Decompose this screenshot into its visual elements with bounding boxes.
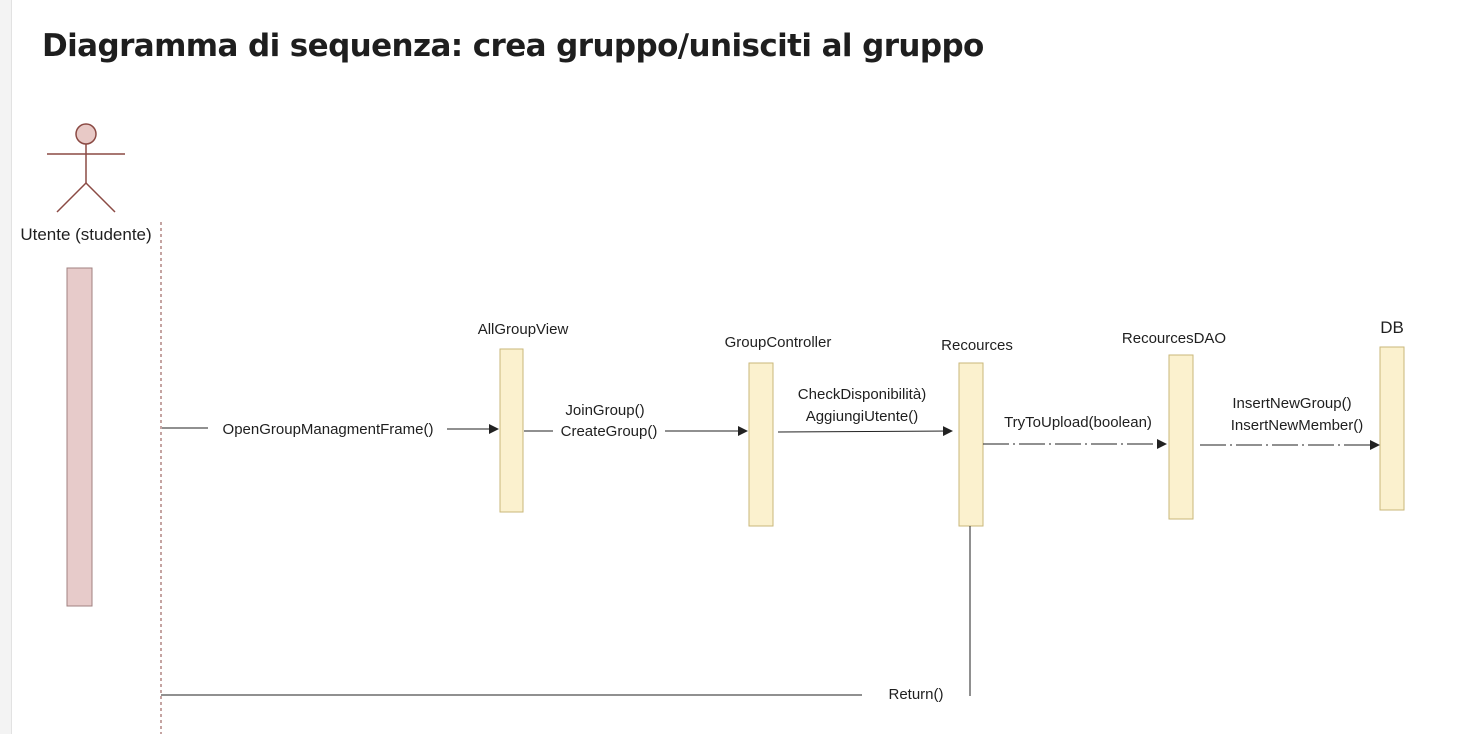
lifeline-label-db: DB [1380,318,1404,337]
lifeline-label-recourcesdao: RecourcesDAO [1122,330,1226,347]
message-label-join-group: JoinGroup() [565,402,644,419]
actor-utente[interactable] [47,123,125,213]
activation-bar-allgroupview[interactable] [499,348,524,513]
lifeline-label-groupcontroller: GroupController [725,334,832,351]
message-label-insert-new-member: InsertNewMember() [1231,417,1364,434]
actor-head [75,123,97,145]
message-label-insert-new-group: InsertNewGroup() [1232,395,1351,412]
actor-label: Utente (studente) [20,225,151,244]
actor-right-leg [85,182,116,213]
activation-bar-groupcontroller[interactable] [748,362,774,527]
activation-bar-recourcesdao[interactable] [1168,354,1194,520]
message-label-open-frame: OpenGroupManagmentFrame() [223,421,434,438]
message-label-check-disponibilita: CheckDisponibilità) [798,386,926,403]
message-label-try-upload: TryToUpload(boolean) [1004,414,1152,431]
message-label-aggiungi-utente: AggiungiUtente() [806,408,919,425]
activation-bar-db[interactable] [1379,346,1405,511]
lifeline-label-recources: Recources [941,337,1013,354]
left-margin-rule [0,0,12,734]
message-label-create-group: CreateGroup() [561,423,658,440]
actor-activation-bar[interactable] [66,267,93,607]
page-title: Diagramma di sequenza: crea gruppo/unisc… [42,28,984,64]
lifeline-label-allgroupview: AllGroupView [478,321,569,338]
actor-left-leg [56,182,87,213]
message-arrow-check-aggiungi [777,426,953,437]
activation-bar-recources[interactable] [958,362,984,527]
message-label-return: Return() [888,686,943,703]
